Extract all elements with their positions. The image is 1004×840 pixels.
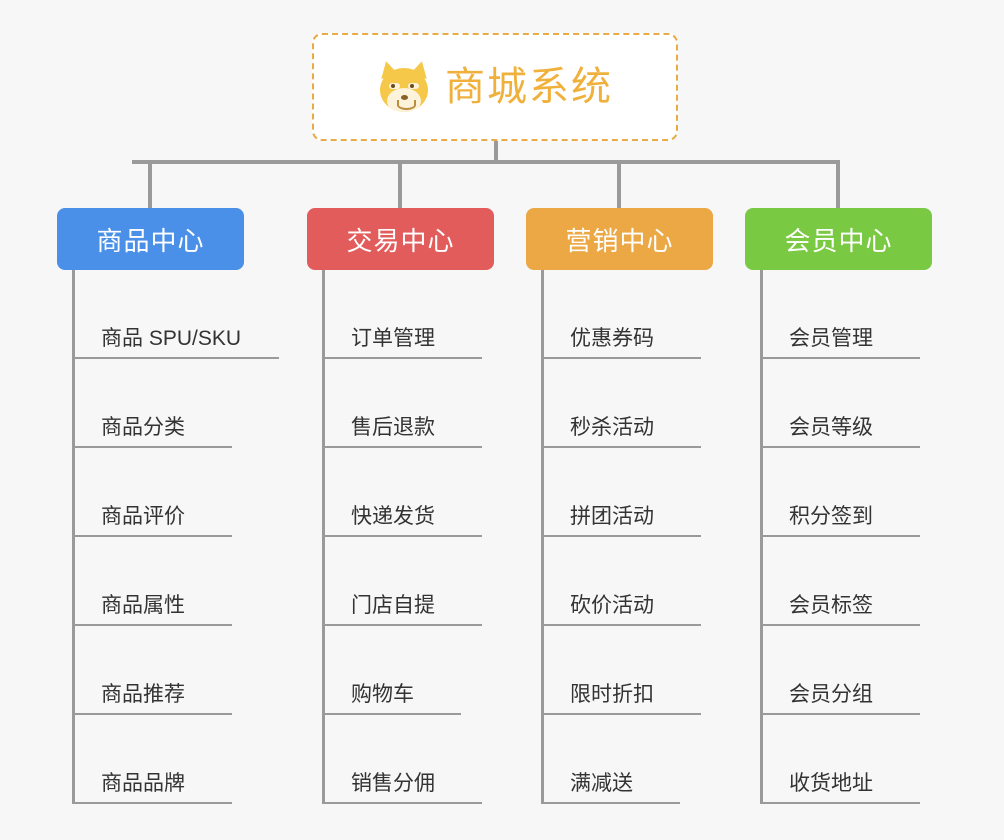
- leaf-item-label: 优惠券码: [570, 327, 654, 350]
- connector-drop-3: [836, 160, 840, 208]
- connector-drop-2: [617, 160, 621, 208]
- leaf-underline: [322, 535, 482, 537]
- leaf-item[interactable]: 商品推荐: [57, 626, 244, 715]
- leaf-item-label: 销售分佣: [351, 772, 435, 795]
- leaf-item-label: 拼团活动: [570, 505, 654, 528]
- leaf-item-label: 积分签到: [789, 505, 873, 528]
- leaf-underline: [72, 624, 232, 626]
- leaf-underline: [541, 535, 701, 537]
- leaf-item[interactable]: 积分签到: [745, 448, 932, 537]
- branch-column-0: 商品中心商品 SPU/SKU 商品分类商品评价商品属性商品推荐商品品牌: [57, 208, 279, 804]
- leaf-item[interactable]: 购物车: [307, 626, 494, 715]
- connector-spine-0: [72, 270, 75, 804]
- connector-root-stem: [494, 141, 498, 163]
- leaf-item-label: 门店自提: [351, 594, 435, 617]
- branch-node-2[interactable]: 营销中心: [526, 208, 713, 270]
- branch-column-2: 营销中心优惠券码秒杀活动拼团活动砍价活动限时折扣满减送: [526, 208, 713, 804]
- leaf-item[interactable]: 订单管理: [307, 270, 494, 359]
- leaf-item[interactable]: 会员等级: [745, 359, 932, 448]
- leaf-item[interactable]: 门店自提: [307, 537, 494, 626]
- leaf-underline: [322, 802, 482, 804]
- leaf-item-label: 限时折扣: [570, 683, 654, 706]
- leaf-list-0: 商品 SPU/SKU 商品分类商品评价商品属性商品推荐商品品牌: [57, 270, 279, 804]
- leaf-item[interactable]: 商品评价: [57, 448, 244, 537]
- leaf-item[interactable]: 拼团活动: [526, 448, 713, 537]
- leaf-underline: [760, 535, 920, 537]
- connector-drop-1: [398, 160, 402, 208]
- branch-node-1[interactable]: 交易中心: [307, 208, 494, 270]
- leaf-item[interactable]: 会员标签: [745, 537, 932, 626]
- leaf-underline: [322, 357, 482, 359]
- connector-spine-2: [541, 270, 544, 804]
- leaf-item[interactable]: 售后退款: [307, 359, 494, 448]
- leaf-item-label: 购物车: [351, 683, 414, 706]
- leaf-item-label: 秒杀活动: [570, 416, 654, 439]
- leaf-underline: [760, 713, 920, 715]
- leaf-underline: [760, 802, 920, 804]
- leaf-underline: [72, 535, 232, 537]
- leaf-item[interactable]: 会员分组: [745, 626, 932, 715]
- shiba-dog-icon: [377, 59, 431, 114]
- leaf-underline: [541, 357, 701, 359]
- leaf-item[interactable]: 收货地址: [745, 715, 932, 804]
- leaf-item-label: 售后退款: [351, 416, 435, 439]
- leaf-item-label: 订单管理: [351, 327, 435, 350]
- leaf-item-label: 满减送: [570, 772, 633, 795]
- leaf-underline: [72, 446, 232, 448]
- leaf-item-label: 快递发货: [351, 505, 435, 528]
- connector-horizontal-bus: [132, 160, 840, 164]
- root-title: 商城系统: [445, 65, 613, 109]
- leaf-item-label: 砍价活动: [570, 594, 654, 617]
- leaf-list-2: 优惠券码秒杀活动拼团活动砍价活动限时折扣满减送: [526, 270, 713, 804]
- leaf-underline: [541, 802, 680, 804]
- branch-column-3: 会员中心会员管理会员等级积分签到会员标签会员分组收货地址: [745, 208, 932, 804]
- leaf-list-3: 会员管理会员等级积分签到会员标签会员分组收货地址: [745, 270, 932, 804]
- leaf-item[interactable]: 优惠券码: [526, 270, 713, 359]
- leaf-underline: [760, 624, 920, 626]
- leaf-underline: [541, 446, 701, 448]
- leaf-underline: [760, 446, 920, 448]
- leaf-item[interactable]: 商品分类: [57, 359, 244, 448]
- leaf-underline: [760, 357, 920, 359]
- leaf-item-label: 商品属性: [101, 594, 185, 617]
- leaf-underline: [322, 624, 482, 626]
- leaf-item[interactable]: 商品 SPU/SKU: [57, 270, 279, 359]
- leaf-item[interactable]: 商品属性: [57, 537, 244, 626]
- leaf-item-label: 商品评价: [101, 505, 185, 528]
- leaf-underline: [72, 357, 279, 359]
- leaf-item[interactable]: 快递发货: [307, 448, 494, 537]
- leaf-item[interactable]: 砍价活动: [526, 537, 713, 626]
- leaf-item[interactable]: 限时折扣: [526, 626, 713, 715]
- leaf-underline: [72, 802, 232, 804]
- leaf-item-label: 会员等级: [789, 416, 873, 439]
- leaf-item-label: 会员管理: [789, 327, 873, 350]
- leaf-underline: [541, 624, 701, 626]
- leaf-item[interactable]: 销售分佣: [307, 715, 494, 804]
- leaf-item[interactable]: 满减送: [526, 715, 713, 804]
- connector-drop-0: [148, 160, 152, 208]
- leaf-item-label: 收货地址: [789, 772, 873, 795]
- branch-node-3[interactable]: 会员中心: [745, 208, 932, 270]
- leaf-item-label: 商品品牌: [101, 772, 185, 795]
- leaf-item[interactable]: 会员管理: [745, 270, 932, 359]
- leaf-item-label: 会员标签: [789, 594, 873, 617]
- leaf-underline: [322, 446, 482, 448]
- leaf-underline: [322, 713, 461, 715]
- leaf-item-label: 商品 SPU/SKU: [101, 327, 242, 350]
- leaf-list-1: 订单管理售后退款快递发货门店自提购物车销售分佣: [307, 270, 494, 804]
- connector-spine-3: [760, 270, 763, 804]
- leaf-item-label: 会员分组: [789, 683, 873, 706]
- leaf-item[interactable]: 秒杀活动: [526, 359, 713, 448]
- leaf-item-label: 商品推荐: [101, 683, 185, 706]
- branch-column-1: 交易中心订单管理售后退款快递发货门店自提购物车销售分佣: [307, 208, 494, 804]
- root-node-mall-system[interactable]: 商城系统: [312, 33, 678, 141]
- branch-node-0[interactable]: 商品中心: [57, 208, 244, 270]
- leaf-item[interactable]: 商品品牌: [57, 715, 244, 804]
- connector-spine-1: [322, 270, 325, 804]
- leaf-item-label: 商品分类: [101, 416, 185, 439]
- leaf-underline: [72, 713, 232, 715]
- leaf-underline: [541, 713, 701, 715]
